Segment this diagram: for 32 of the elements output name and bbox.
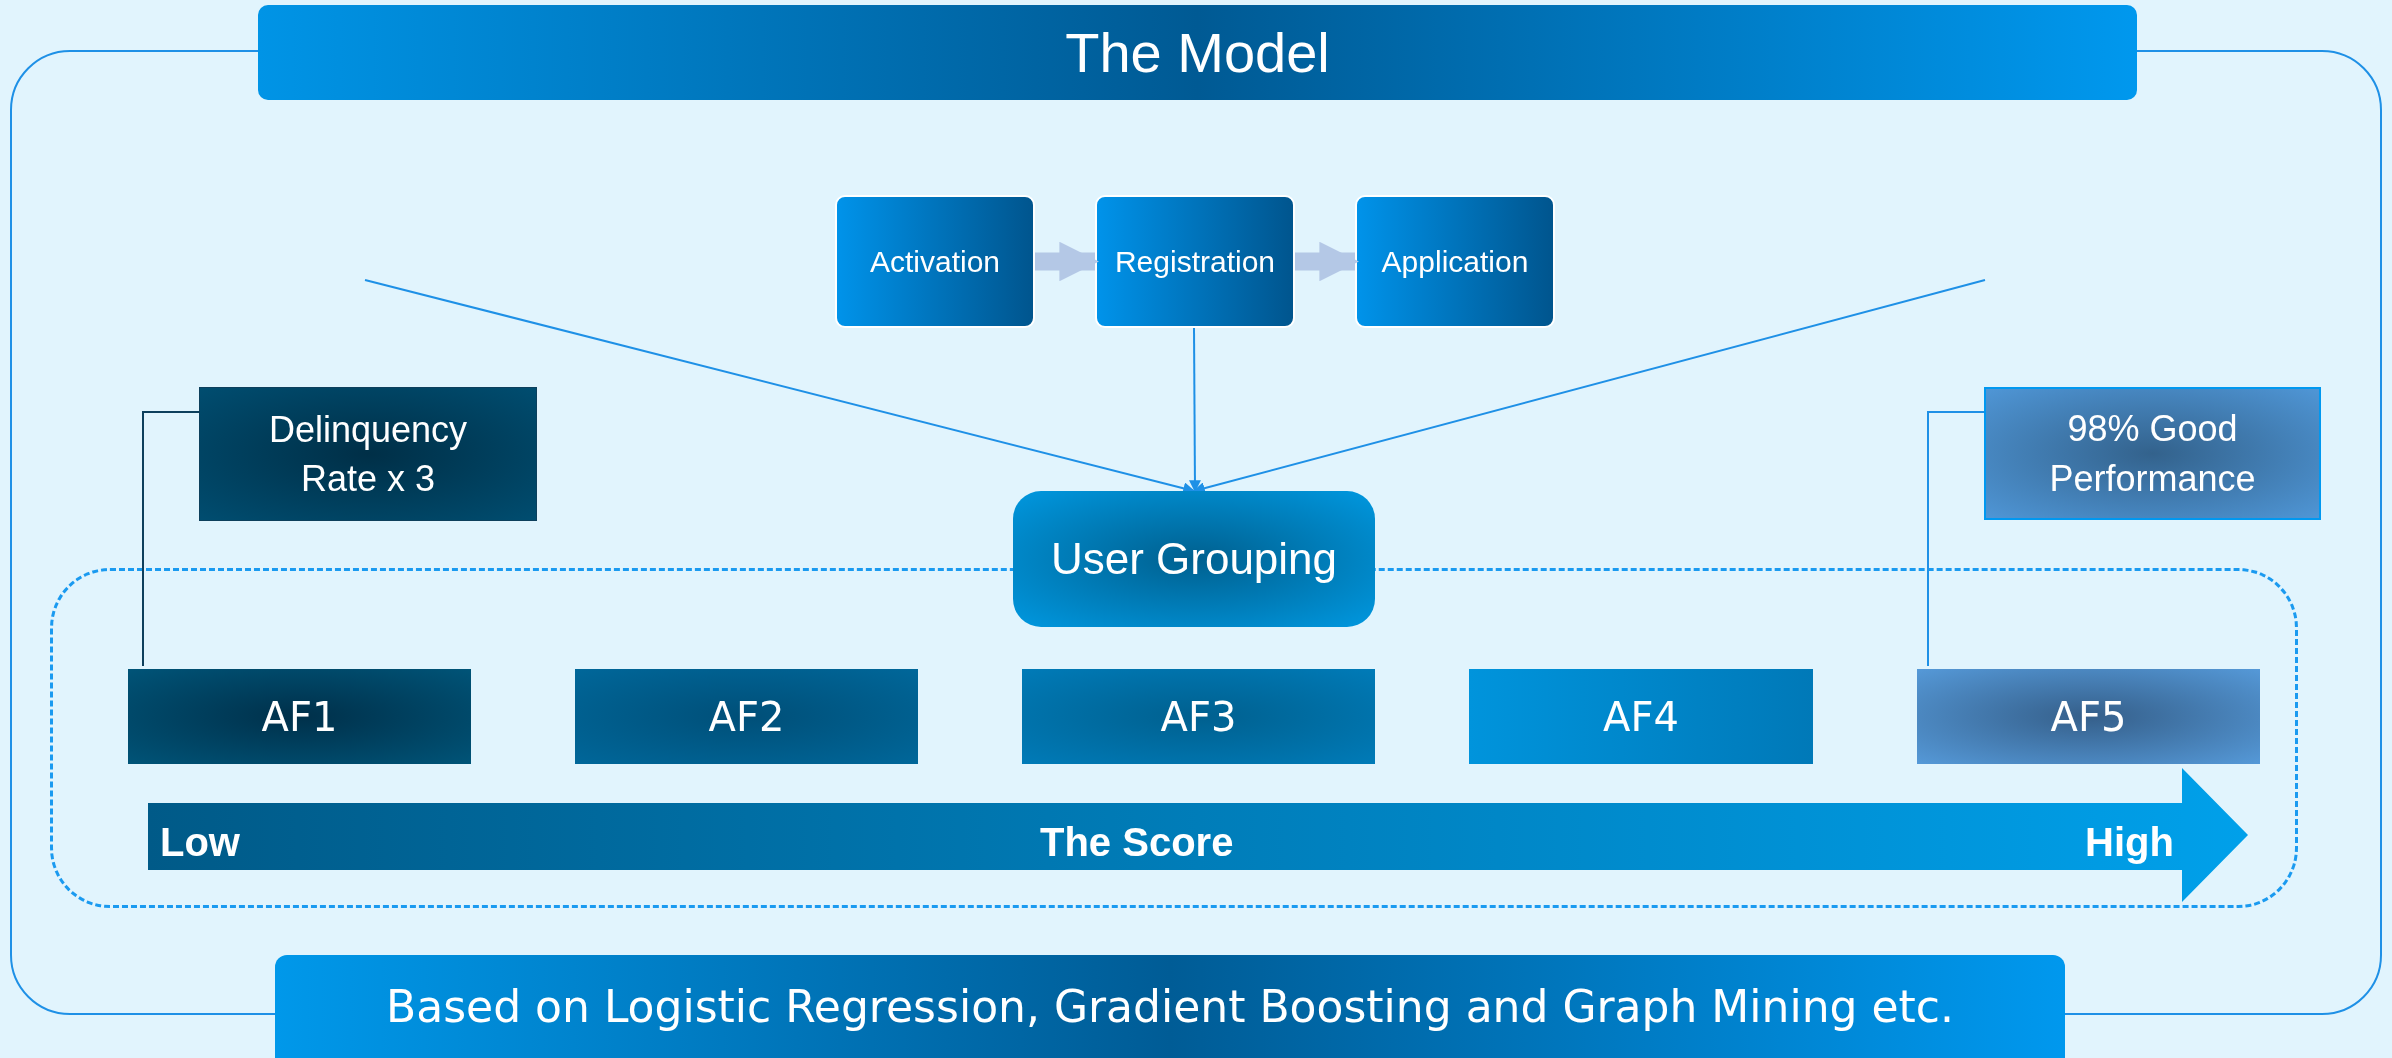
node-text: Activation	[868, 243, 1002, 280]
tier-box	[575, 669, 918, 764]
leader-line	[142, 411, 200, 667]
leader-line	[1927, 411, 1985, 667]
node-text: AF2	[707, 692, 786, 742]
tier-box	[1469, 669, 1813, 764]
node-text: Application	[1380, 243, 1530, 280]
caption-banner: Based on Logistic Regression, Gradient Boosting and Graph Mining etc.	[275, 955, 2065, 1058]
process-box	[1095, 195, 1295, 328]
callout-box	[1984, 387, 2321, 520]
node-text: AF4	[1602, 692, 1680, 742]
tier-box	[1917, 669, 2260, 764]
process-box	[1355, 195, 1555, 328]
title-banner: The Model	[258, 5, 2137, 100]
grouping-box	[1013, 491, 1375, 627]
node-text: 98% Good Performance	[2048, 407, 2257, 501]
node-text: User Grouping	[1049, 533, 1339, 585]
axis-label: High	[2085, 819, 2174, 866]
arrow	[1188, 327, 1201, 493]
node-text: Delinquency Rate x 3	[267, 407, 469, 501]
arrow	[1035, 241, 1099, 282]
arrow	[1295, 241, 1359, 282]
tier-box	[128, 669, 471, 764]
callout-box	[199, 387, 537, 521]
axis-title: The Score	[1040, 819, 1234, 866]
process-box	[835, 195, 1035, 328]
tier-box	[1022, 669, 1375, 764]
node-text: AF3	[1159, 692, 1238, 742]
node-text: Registration	[1113, 243, 1277, 280]
node-text: AF1	[260, 692, 339, 742]
axis-label: Low	[160, 819, 240, 866]
node-text: AF5	[2049, 692, 2128, 742]
